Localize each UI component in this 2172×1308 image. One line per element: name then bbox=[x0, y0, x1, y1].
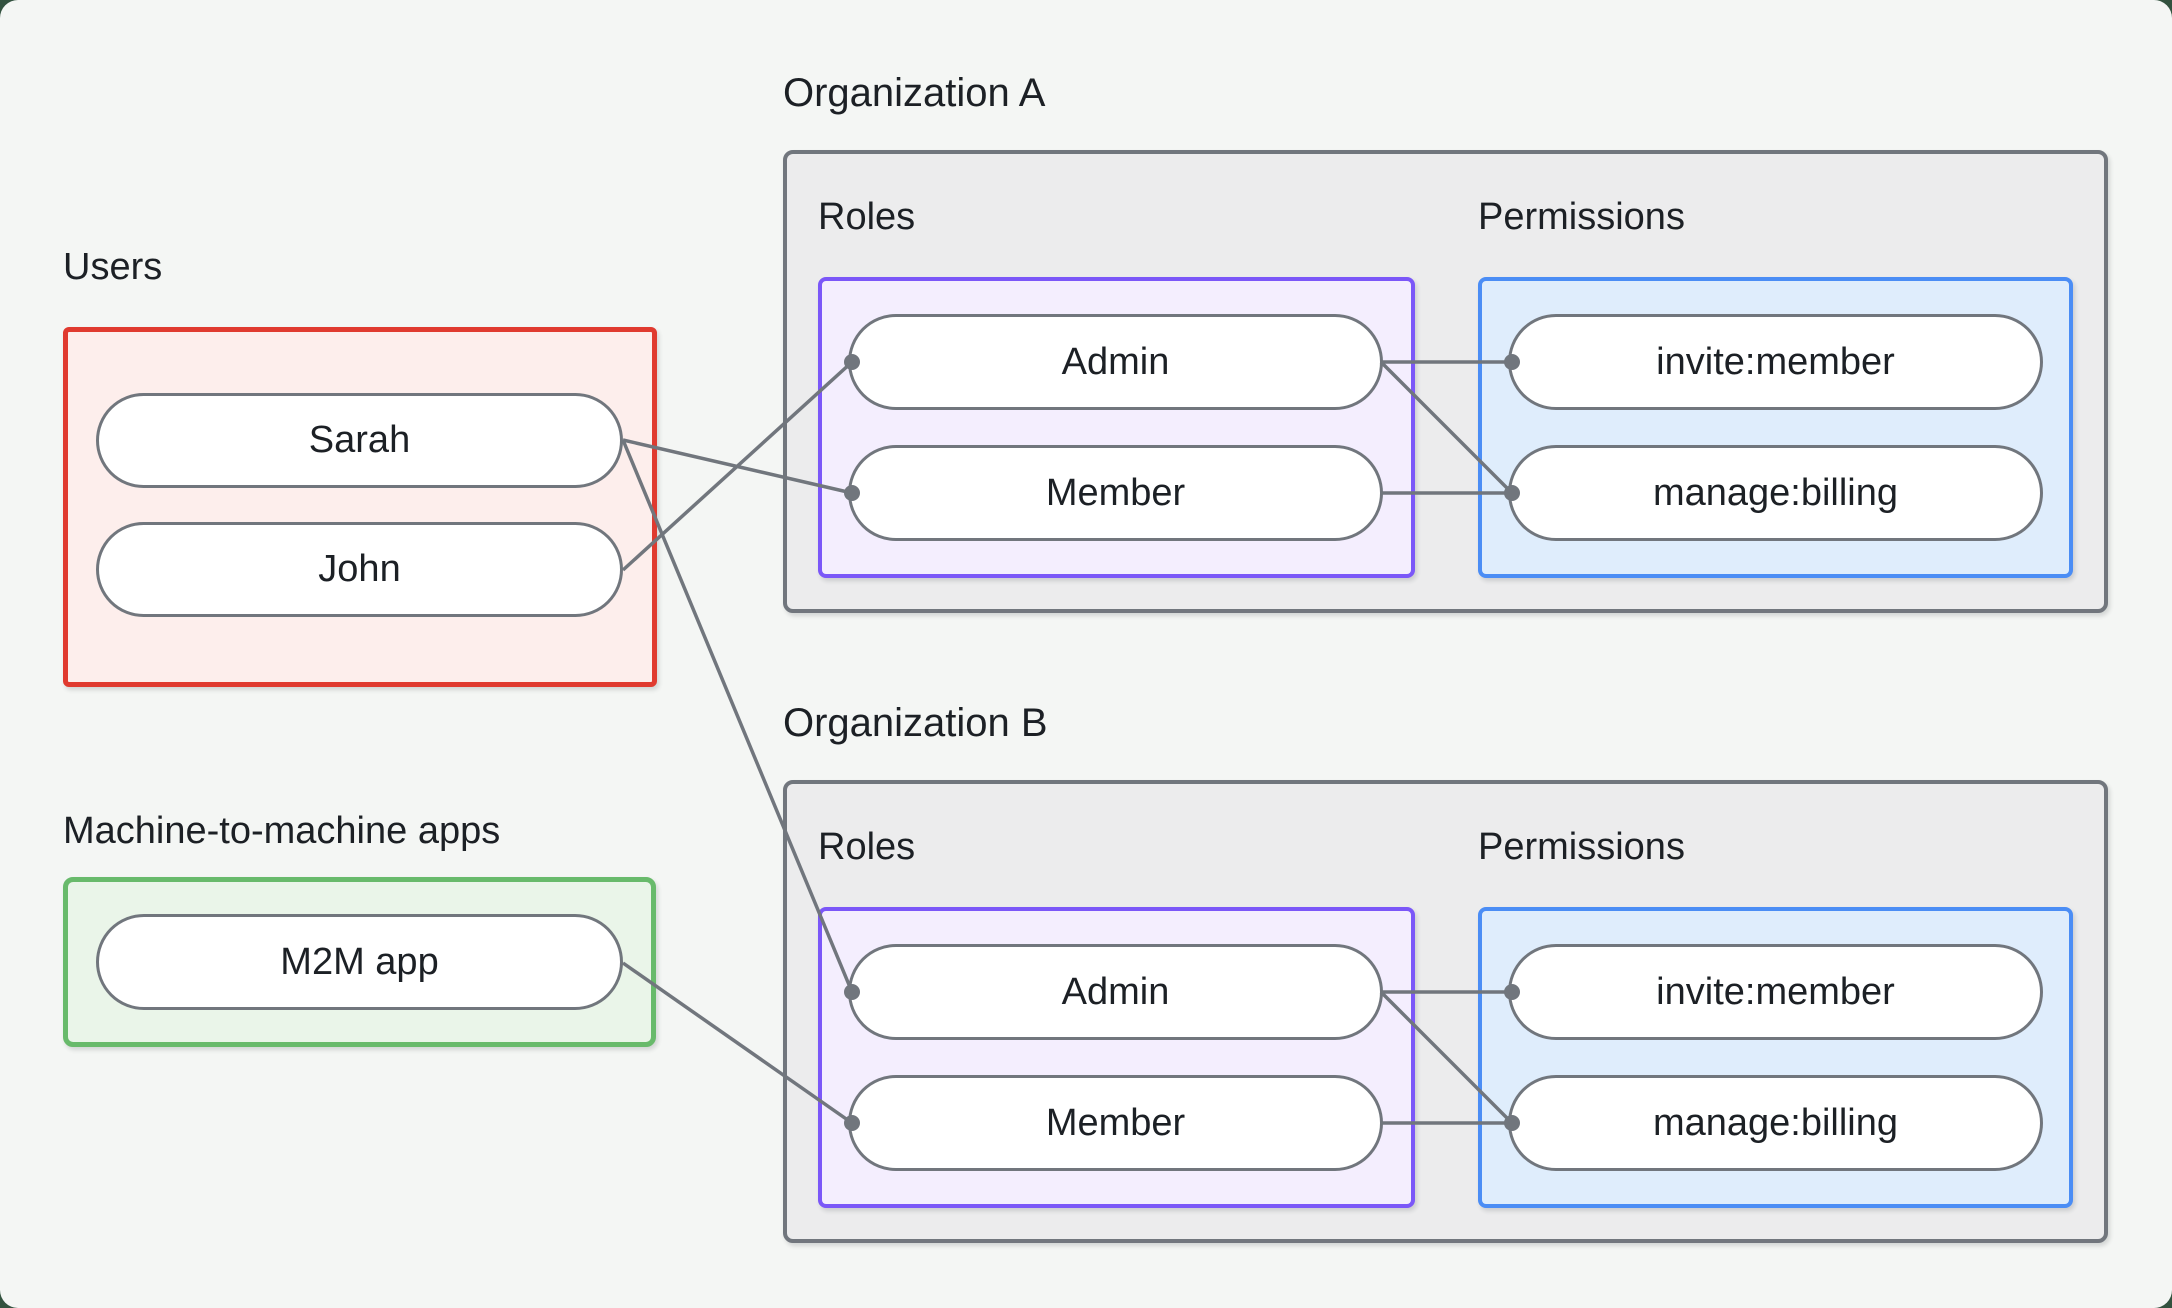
user-pill-john-label: John bbox=[318, 548, 401, 590]
org-b-permissions-label: Permissions bbox=[1478, 826, 1685, 868]
org-b-permission-invite-label: invite:member bbox=[1656, 970, 1895, 1013]
users-box bbox=[63, 327, 657, 687]
org-b-role-pill-member: Member bbox=[848, 1075, 1383, 1171]
org-a-permission-pill-manage-billing: manage:billing bbox=[1508, 445, 2043, 541]
org-b-role-member-label: Member bbox=[1045, 1101, 1186, 1144]
org-b-title: Organization B bbox=[783, 701, 1048, 745]
user-pill-sarah-label: Sarah bbox=[308, 419, 411, 461]
org-a-permissions-label: Permissions bbox=[1478, 196, 1685, 238]
org-a-permission-invite-label: invite:member bbox=[1656, 340, 1895, 383]
org-b-roles-label: Roles bbox=[818, 826, 916, 868]
org-b-permission-pill-invite-member: invite:member bbox=[1508, 944, 2043, 1040]
org-b-role-admin-label: Admin bbox=[1061, 970, 1170, 1013]
org-b-permission-manage-label: manage:billing bbox=[1652, 1101, 1899, 1144]
org-a-permission-pill-invite-member: invite:member bbox=[1508, 314, 2043, 410]
org-a-role-member-label: Member bbox=[1045, 471, 1186, 514]
org-a-role-pill-admin: Admin bbox=[848, 314, 1383, 410]
user-pill-sarah: Sarah bbox=[96, 393, 623, 488]
org-a-role-admin-label: Admin bbox=[1061, 340, 1170, 383]
org-b-permission-pill-manage-billing: manage:billing bbox=[1508, 1075, 2043, 1171]
org-a-title: Organization A bbox=[783, 71, 1046, 115]
org-a-permission-manage-label: manage:billing bbox=[1652, 471, 1899, 514]
org-a-roles-label: Roles bbox=[818, 196, 916, 238]
org-a-role-pill-member: Member bbox=[848, 445, 1383, 541]
users-section-label: Users bbox=[63, 246, 163, 288]
m2m-section-label: Machine-to-machine apps bbox=[63, 810, 501, 852]
org-b-role-pill-admin: Admin bbox=[848, 944, 1383, 1040]
user-pill-john: John bbox=[96, 522, 623, 617]
m2m-app-pill-label: M2M app bbox=[280, 940, 439, 983]
m2m-app-pill: M2M app bbox=[96, 914, 623, 1010]
